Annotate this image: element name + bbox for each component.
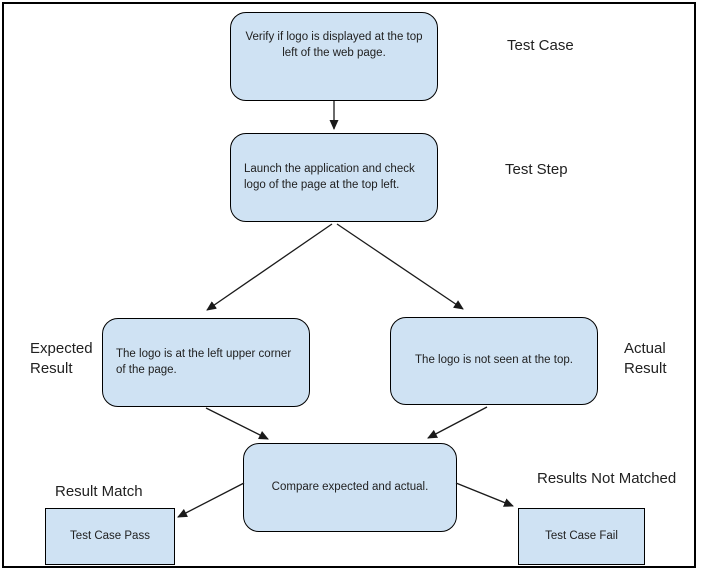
- label-test-step: Test Step: [505, 161, 568, 178]
- diagram-border: [2, 2, 696, 568]
- node-test-case: Verify if logo is displayed at the top l…: [230, 12, 438, 101]
- label-results-not-matched: Results Not Matched: [537, 470, 677, 487]
- node-compare: Compare expected and actual.: [243, 443, 457, 532]
- node-test-case-fail: Test Case Fail: [518, 508, 645, 565]
- label-actual-result: Actual Result: [624, 340, 667, 377]
- label-test-case: Test Case: [507, 37, 574, 54]
- node-test-case-pass: Test Case Pass: [45, 508, 175, 565]
- node-test-step: Launch the application and check logo of…: [230, 133, 438, 222]
- label-expected-result: Expected Result: [30, 340, 93, 377]
- label-result-match: Result Match: [55, 483, 143, 500]
- node-actual-result: The logo is not seen at the top.: [390, 317, 598, 405]
- node-expected-result: The logo is at the left upper corner of …: [102, 318, 310, 407]
